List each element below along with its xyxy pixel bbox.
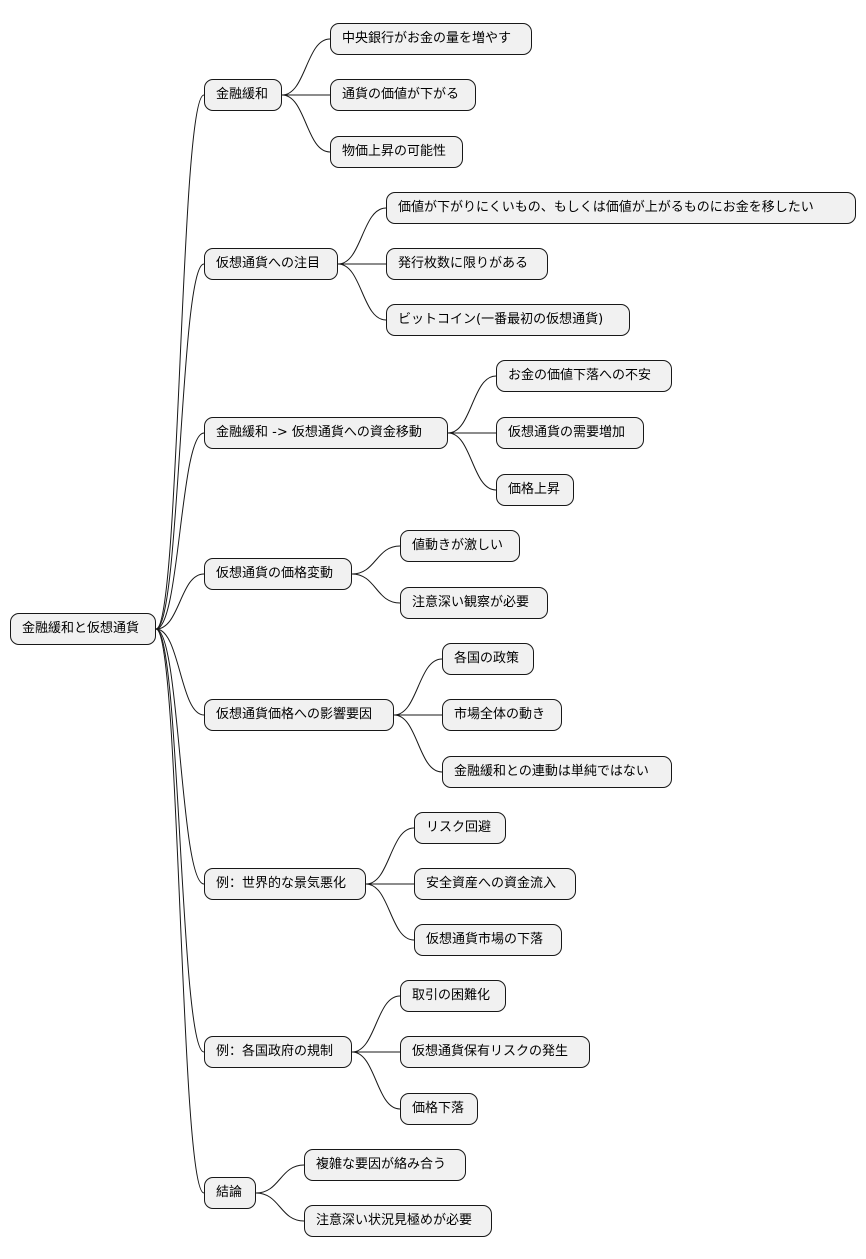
leaf-node: 仮想通貨市場の下落 [414,924,562,956]
leaf-node: お金の価値下落への不安 [496,360,672,392]
leaf-node: 注意深い観察が必要 [400,587,548,619]
leaf-node: 安全資産への資金流入 [414,868,576,900]
leaf-node: 価格上昇 [496,474,574,506]
connector-line [155,628,205,716]
leaf-node: 注意深い状況見極めが必要 [304,1205,492,1237]
connector-line [255,1164,305,1194]
leaf-node: 取引の困難化 [400,980,506,1012]
leaf-node: 仮想通貨の需要増加 [496,417,644,449]
connector-line [281,94,331,153]
connector-line [447,432,497,491]
leaf-node: 値動きが激しい [400,530,520,562]
leaf-node: 発行枚数に限りがある [386,248,548,280]
connector-line [155,573,205,630]
branch-node: 仮想通貨の価格変動 [204,558,352,590]
leaf-node: 金融緩和との連動は単純ではない [442,756,672,788]
connector-line [281,38,331,96]
connector-line [155,263,205,630]
branch-node: 金融緩和 -> 仮想通貨への資金移動 [204,417,448,449]
branch-node: 仮想通貨価格への影響要因 [204,699,394,731]
connector-line [155,432,205,630]
root-node: 金融緩和と仮想通貨 [10,613,156,645]
connector-line [255,1192,305,1222]
connector-line [351,545,401,575]
branch-node: 例：世界的な景気悪化 [204,868,366,900]
leaf-node: 物価上昇の可能性 [330,136,463,168]
branch-node: 仮想通貨への注目 [204,248,338,280]
connector-line [155,628,205,1053]
leaf-node: 複雑な要因が絡み合う [304,1149,466,1181]
leaf-node: 通貨の価値が下がる [330,79,476,111]
connector-line [351,573,401,604]
leaf-node: リスク回避 [414,812,506,844]
connector-line [155,94,205,630]
connector-line [365,827,415,885]
branch-node: 例：各国政府の規制 [204,1036,352,1068]
leaf-node: 仮想通貨保有リスクの発生 [400,1036,590,1068]
connector-line [337,207,387,265]
connector-line [351,995,401,1053]
connector-line [447,375,497,434]
leaf-node: 市場全体の動き [442,699,562,731]
leaf-node: 価値が下がりにくいもの、もしくは価値が上がるものにお金を移したい [386,192,856,224]
leaf-node: ビットコイン(一番最初の仮想通貨) [386,304,630,336]
connector-line [393,714,443,773]
branch-node: 結論 [204,1177,256,1209]
connector-line [155,628,205,885]
leaf-node: 中央銀行がお金の量を増やす [330,23,532,55]
leaf-node: 各国の政策 [442,643,534,675]
connector-line [155,628,205,1194]
leaf-node: 価格下落 [400,1093,478,1125]
connector-line [337,263,387,321]
connector-line [351,1051,401,1110]
connector-line [365,883,415,941]
connector-line [393,658,443,716]
branch-node: 金融緩和 [204,79,282,111]
